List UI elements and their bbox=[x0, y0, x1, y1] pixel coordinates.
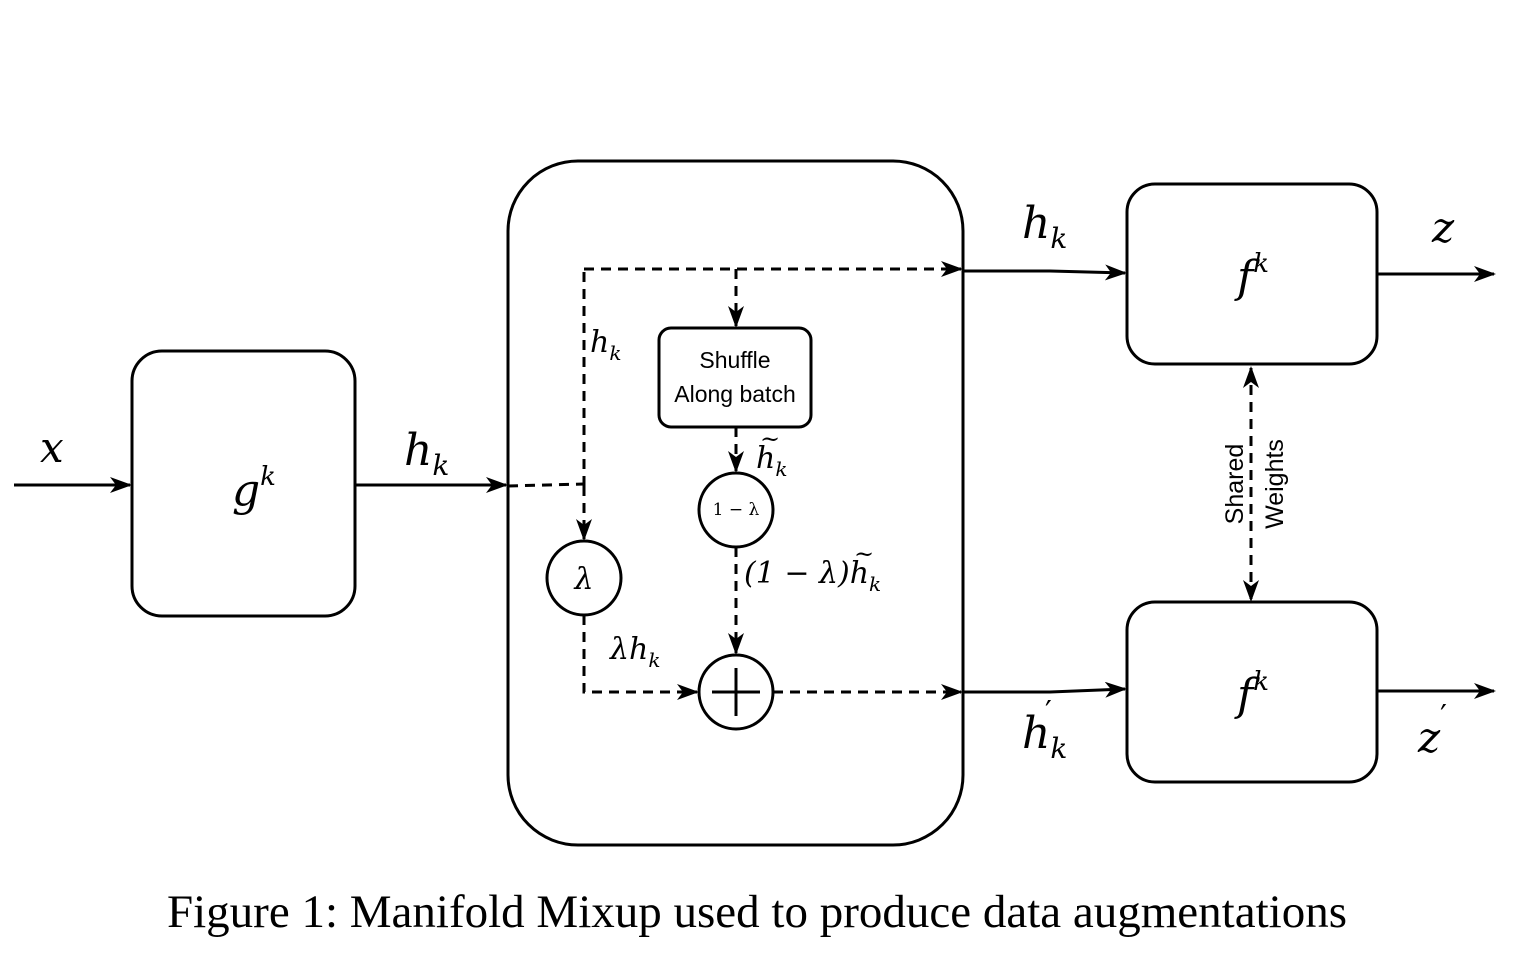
shared-weights-line1: Shared bbox=[1221, 444, 1249, 525]
h-tilde-k-tilde: ~ bbox=[760, 425, 780, 453]
h-k-branch-label: hk bbox=[590, 325, 621, 365]
one-minus-lambda-h-tilde-k-label: (1 − λ)hk bbox=[744, 556, 881, 596]
h-k-top-out-label: hk bbox=[1022, 198, 1067, 255]
z-label: z bbox=[1431, 203, 1455, 252]
h-prime-k-prime: ′ bbox=[1045, 695, 1052, 730]
h-k-encoder-out-label: hk bbox=[404, 425, 449, 482]
shuffle-label-line2: Along batch bbox=[674, 381, 795, 407]
h-tilde-k-label: hk bbox=[756, 441, 787, 481]
top-h-arrow bbox=[963, 264, 1127, 281]
manifold-mixup-diagram: gk fk fk Shuffle Along batch λ 1 − λ x h… bbox=[14, 159, 1496, 847]
shared-weights-line2: Weights bbox=[1261, 439, 1289, 529]
lambda-to-sum-dashed bbox=[582, 615, 699, 700]
encoder-label: gk bbox=[232, 462, 276, 516]
one-minus-lambda-h-tilde-k-tilde: ~ bbox=[854, 540, 874, 568]
lambda-node-label: λ bbox=[573, 562, 593, 597]
z-prime-label: z′ bbox=[1417, 699, 1447, 762]
h-prime-k-label: hk bbox=[1022, 708, 1067, 765]
entry-dashed bbox=[507, 482, 585, 488]
one-minus-lambda-node-label: 1 − λ bbox=[713, 500, 760, 520]
mixup-module-box bbox=[506, 159, 965, 847]
shuffle-label-line1: Shuffle bbox=[699, 347, 770, 373]
bottom-h-arrow bbox=[963, 681, 1127, 698]
input-x-label: x bbox=[40, 423, 64, 472]
shuffle-box bbox=[657, 326, 813, 429]
figure-caption: Figure 1: Manifold Mixup used to produce… bbox=[166, 886, 1347, 938]
lambda-h-k-label: λhk bbox=[609, 632, 660, 672]
